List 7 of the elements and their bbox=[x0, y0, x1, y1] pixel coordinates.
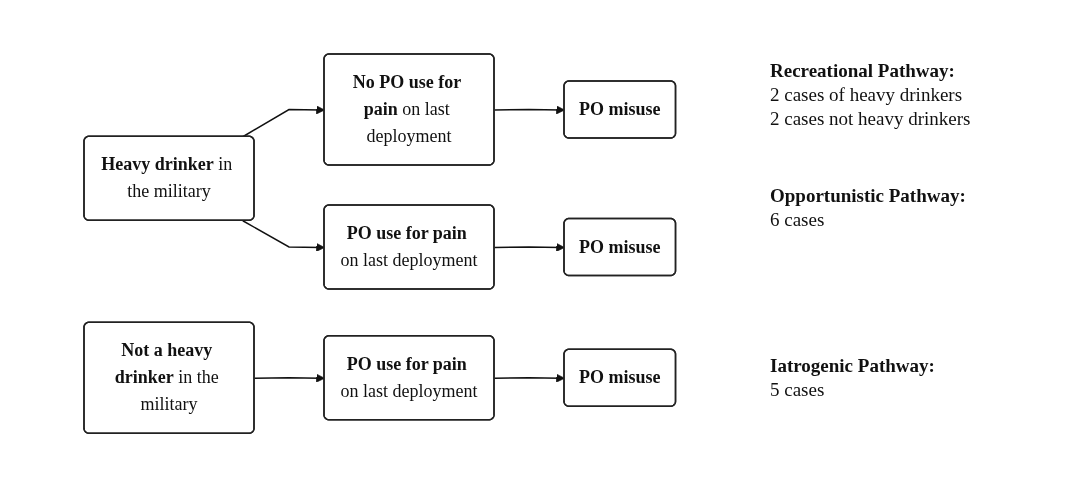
case-count-note: 5 cases bbox=[770, 379, 825, 401]
case-count-note: 6 cases bbox=[770, 209, 825, 231]
case-count-note: 2 cases not heavy drinkers bbox=[770, 108, 971, 130]
pathway-heading: Opportunistic Pathway: bbox=[770, 185, 966, 207]
case-count-note: 2 cases of heavy drinkers bbox=[770, 84, 963, 106]
pathway-heading: Recreational Pathway: bbox=[770, 60, 955, 82]
pathway-heading: Iatrogenic Pathway: bbox=[770, 355, 935, 377]
